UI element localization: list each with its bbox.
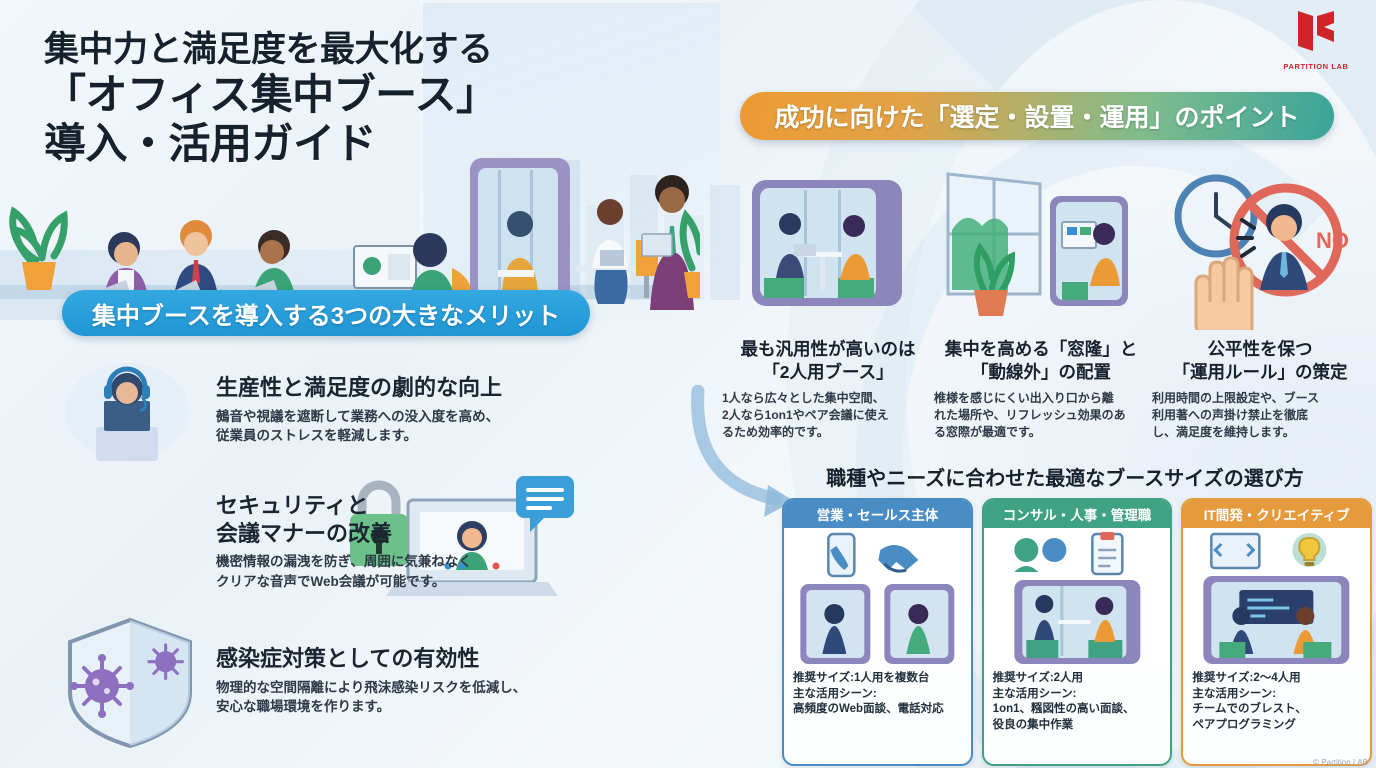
point-3-body-line1: 利用時間の上限設定や、ブース xyxy=(1152,390,1320,405)
plant-icon xyxy=(9,206,68,290)
sizing-card-consul-line2: 主な活用シーン: xyxy=(992,687,1077,700)
point-1-body-line1: 1人なら広々とした集中空間、 xyxy=(722,390,885,405)
point-2-heading-line1: 集中を高める「窓隆」と xyxy=(944,339,1138,359)
phone-booth-icon xyxy=(470,158,570,308)
point-1-body-line2: 2人なら1on1やペア会議に使え xyxy=(722,407,889,422)
point-2-body-line3: る窓際が最適です。 xyxy=(934,424,1041,439)
benefit-1: 生産性と満足度の劇的な向上 鵺音や視議を遮断して業務への没入度を高め、 従業員の… xyxy=(216,374,546,445)
points-banner: 成功に向けた「選定・設置・運用」のポイント xyxy=(740,92,1334,140)
page-title-line3: 導入・活用ガイド xyxy=(44,119,377,167)
virus-icon xyxy=(70,654,134,718)
benefit-2-heading-line2: 会議マナーの改善 xyxy=(216,520,393,546)
point-2-body-line1: 椎様を感じにくい出入り口から離 xyxy=(934,390,1114,405)
sizing-card-consul-line3: 1on1、糨図性の高い面談、 xyxy=(992,703,1135,716)
page-title-line1: 集中力と満足度を最大化する xyxy=(44,30,493,69)
plant-icon xyxy=(973,242,1016,316)
point-1-heading-line2: 「2人用ブース」 xyxy=(762,361,894,382)
virus-icon xyxy=(147,643,184,680)
sizing-card-sales-illustration xyxy=(784,528,971,668)
sizing-card-it-title: IT間発・クリエイティブ xyxy=(1183,500,1371,528)
sizing-section-heading: 職種やニーズに合わせた最適なブースサイズの選び方 xyxy=(826,468,1304,490)
sizing-card-it-line1: 推奨サイズ:2〜4人用 xyxy=(1192,672,1301,684)
point-2: 集中を高める「窓隆」と 「動線外」の配置 椎様を感じにくい出入り口から離 れた場… xyxy=(934,338,1148,441)
point-1: 最も汎用性が高いのは 「2人用ブース」 1人なら広々とした集中空間、 2人なら1… xyxy=(722,338,934,441)
benefit-1-body-line1: 鵺音や視議を遮断して業務への没入度を高め、 xyxy=(216,408,500,424)
curved-arrow-icon xyxy=(691,385,794,517)
sizing-card-consul-illustration xyxy=(983,528,1171,668)
benefit-3: 感染症対策としての有効性 物理的な空間隔離により飛沫感染リスクを低減し、 安心な… xyxy=(216,645,556,716)
stop-hand-icon xyxy=(1194,256,1254,330)
brand-name: PARTITION LAB xyxy=(1283,62,1349,71)
sizing-card-sales[interactable]: 営業・セールス主体 xyxy=(782,498,973,766)
no-sign-icon: NO xyxy=(1229,183,1349,297)
hero-office-illustration xyxy=(9,158,700,310)
two-person-booth-icon xyxy=(752,180,902,306)
benefit-2-body-line1: 機密情報の漏洩を防ぎ、周囲に気兼ねなく xyxy=(216,554,472,570)
benefit-1-body-line2: 従業員のストレスを軽減します。 xyxy=(216,427,418,443)
sizing-card-consul-title: コンサル・人事・管理職 xyxy=(983,500,1171,528)
merits-banner: 集中ブースを導入する3つの大きなメリット xyxy=(62,290,590,336)
sizing-card-sales-line1: 推奨サイズ:1人用を複数台 xyxy=(793,672,930,684)
person-icon xyxy=(592,199,628,304)
plant-icon xyxy=(679,209,700,298)
smartphone-icon xyxy=(827,532,856,578)
page-title: 集中力と満足度を最大化する 「オフィス集中ブース」 導入・活用ガイド xyxy=(44,30,564,168)
window-side-booth-icon xyxy=(946,172,1128,316)
benefit-1-heading: 生産性と満足度の劇的な向上 xyxy=(216,375,503,400)
point-3-heading-line1: 公平性を保つ xyxy=(1207,339,1313,359)
point-2-heading-line2: 「動線外」の配置 xyxy=(971,361,1111,382)
benefit-3-heading: 感染症対策としての有効性 xyxy=(216,646,480,671)
sizing-card-it-illustration xyxy=(1183,528,1371,668)
clock-no-interruption-icon: NO xyxy=(1174,174,1349,330)
clipboard-icon xyxy=(1090,532,1124,576)
partition-lab-mark-icon xyxy=(1298,11,1334,51)
person-icon xyxy=(641,175,694,310)
benefit-3-body-line2: 安心な職場環境を作ります。 xyxy=(216,698,391,714)
point-3: 公平性を保つ 「運用ルール」の策定 利用時間の上限設定や、ブース 利用著への声掛… xyxy=(1152,338,1368,441)
sizing-card-sales-title: 営業・セールス主体 xyxy=(784,500,971,528)
sizing-card-sales-line3: 高頻度のWeb面談、電話対応 xyxy=(793,703,944,716)
point-1-body-line3: るため効率的です。 xyxy=(722,424,829,439)
sizing-card-consul[interactable]: コンサル・人事・管理職 xyxy=(981,498,1173,766)
headset-focus-icon xyxy=(65,363,189,461)
point-3-body-line3: し、満足度を維持します。 xyxy=(1152,424,1295,439)
chat-bubble-icon xyxy=(516,476,574,532)
lock-icon xyxy=(350,480,408,566)
sizing-card-sales-line2: 主な活用シーン: xyxy=(793,687,877,700)
benefit-2-body-line2: クリアな音声でWeb会議が可能です。 xyxy=(216,573,446,589)
shield-virus-icon xyxy=(68,617,192,749)
benefit-2: セキュリティと 会議マナーの改善 機密情報の漏洩を防ぎ、周囲に気兼ねなく クリア… xyxy=(216,492,516,591)
sizing-card-it-line4: ペアプログラミング xyxy=(1192,718,1296,731)
sizing-card-it-line3: チームでのブレスト、 xyxy=(1192,703,1307,716)
sizing-card-consul-line4: 役良の集中作業 xyxy=(992,718,1074,731)
sizing-card-list: 営業・セールス主体 xyxy=(782,498,1373,766)
lightbulb-idea-icon xyxy=(1292,533,1327,567)
monitor-code-icon xyxy=(1210,532,1261,570)
page-title-line2: 「オフィス集中ブース」 xyxy=(44,70,498,118)
brand-logo: PARTITION LAB xyxy=(1270,8,1362,71)
lock-laptop-chat-icon xyxy=(350,476,574,596)
handshake-icon xyxy=(878,545,919,573)
sizing-card-it[interactable]: IT間発・クリエイティブ xyxy=(1181,498,1373,766)
sizing-card-it-line2: 主な活用シーン: xyxy=(1192,687,1277,700)
point-3-body-line2: 利用著への声掛け禁止を徹底 xyxy=(1152,407,1309,422)
merits-banner-label: 集中ブースを導入する3つの大きなメリット xyxy=(91,302,561,330)
point-3-heading-line2: 「運用ルール」の策定 xyxy=(1172,361,1348,382)
benefit-3-body-line1: 物理的な空間隔離により飛沫感染リスクを低減し、 xyxy=(216,679,527,695)
point-2-body-line2: れた場所や、リフレッシュ効果のあ xyxy=(934,407,1126,422)
conversation-icon xyxy=(1014,538,1067,572)
point-1-heading-line1: 最も汎用性が高いのは xyxy=(740,339,916,359)
svg-text:NO: NO xyxy=(1316,228,1349,253)
points-banner-label: 成功に向けた「選定・設置・運用」のポイント xyxy=(774,104,1300,132)
benefit-2-heading-line1: セキュリティと xyxy=(216,493,369,518)
sizing-card-consul-line1: 推奨サイズ:2人用 xyxy=(992,672,1084,684)
credit-text: © Partition LAB xyxy=(1313,758,1368,767)
laptop-icon xyxy=(386,498,558,596)
